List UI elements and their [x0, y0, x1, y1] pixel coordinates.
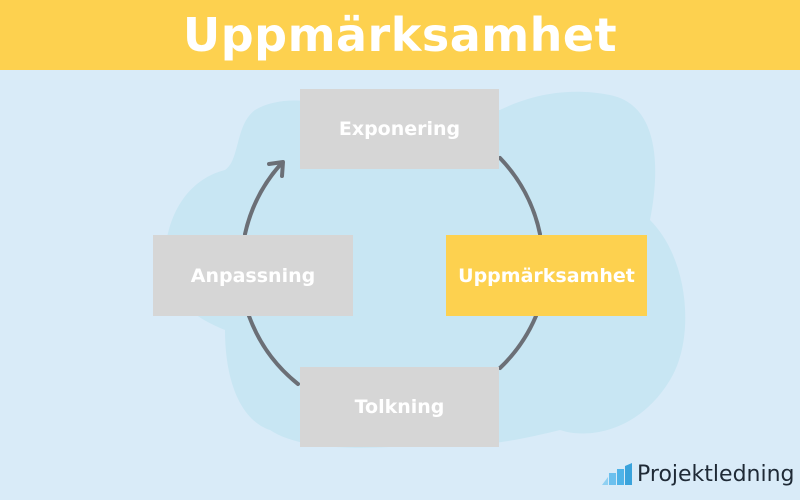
- header-banner: Uppmärksamhet: [0, 0, 800, 70]
- logo-text: Projektledning: [637, 461, 795, 487]
- node-anpassning: Anpassning: [153, 235, 353, 316]
- node-label: Tolkning: [354, 396, 445, 418]
- node-uppmarksamhet: Uppmärksamhet: [446, 235, 647, 316]
- node-label: Anpassning: [190, 264, 316, 287]
- blob-shape: [165, 91, 686, 448]
- bar-chart-logo-icon: [602, 463, 632, 485]
- arc-right-bottom: [498, 314, 538, 370]
- arrow-head-icon: [267, 160, 285, 178]
- node-label: Exponering: [338, 118, 461, 140]
- arc-top-right: [498, 156, 542, 236]
- arc-left-top: [243, 163, 282, 236]
- node-exponering: Exponering: [300, 89, 499, 169]
- arc-bottom-left: [247, 314, 300, 386]
- page-title: Uppmärksamhet: [182, 8, 618, 62]
- node-tolkning: Tolkning: [300, 367, 499, 447]
- brand-logo: Projektledning: [602, 458, 795, 490]
- node-label: Uppmärksamhet: [458, 264, 635, 287]
